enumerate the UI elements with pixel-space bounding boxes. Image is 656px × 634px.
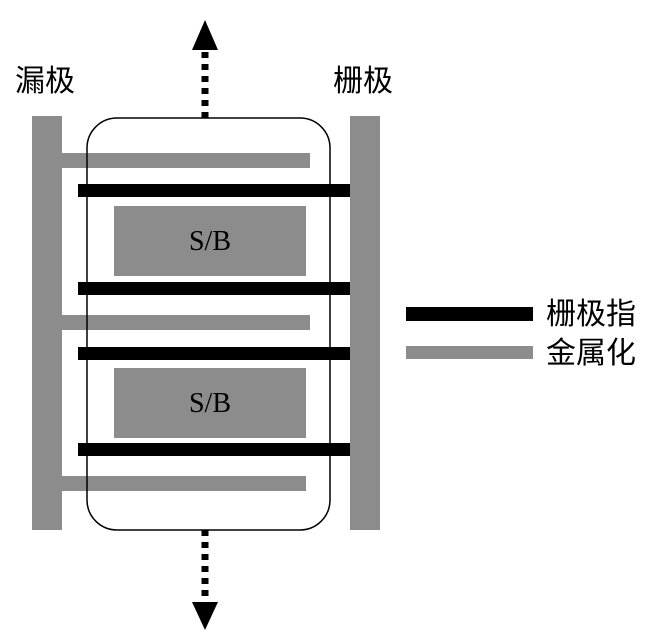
drain-label: 漏极 [15,64,75,99]
sb-label: S/B [189,226,231,257]
gate-label: 栅极 [333,64,393,99]
legend: 栅极指 金属化 [406,297,636,371]
gate-finger [78,347,350,360]
drain-bus [32,116,62,530]
sb-pad [114,206,306,276]
legend-swatch-metallization [406,346,533,359]
drain-finger [62,476,306,491]
legend-label-metallization: 金属化 [546,336,636,371]
sb-label: S/B [189,388,231,419]
active-region-outline [86,117,331,531]
gate-bus [350,116,380,530]
legend-swatch-gate-finger [406,307,533,321]
gate-finger [78,184,350,197]
drain-finger [62,315,310,330]
sb-pad [114,368,306,438]
legend-label-gate-finger: 栅极指 [546,297,636,332]
drain-finger [62,153,310,168]
gate-finger [78,443,350,456]
dotted-arrow-up-icon [192,20,218,118]
dotted-arrow-down-icon [192,530,218,630]
gate-finger [78,282,350,295]
